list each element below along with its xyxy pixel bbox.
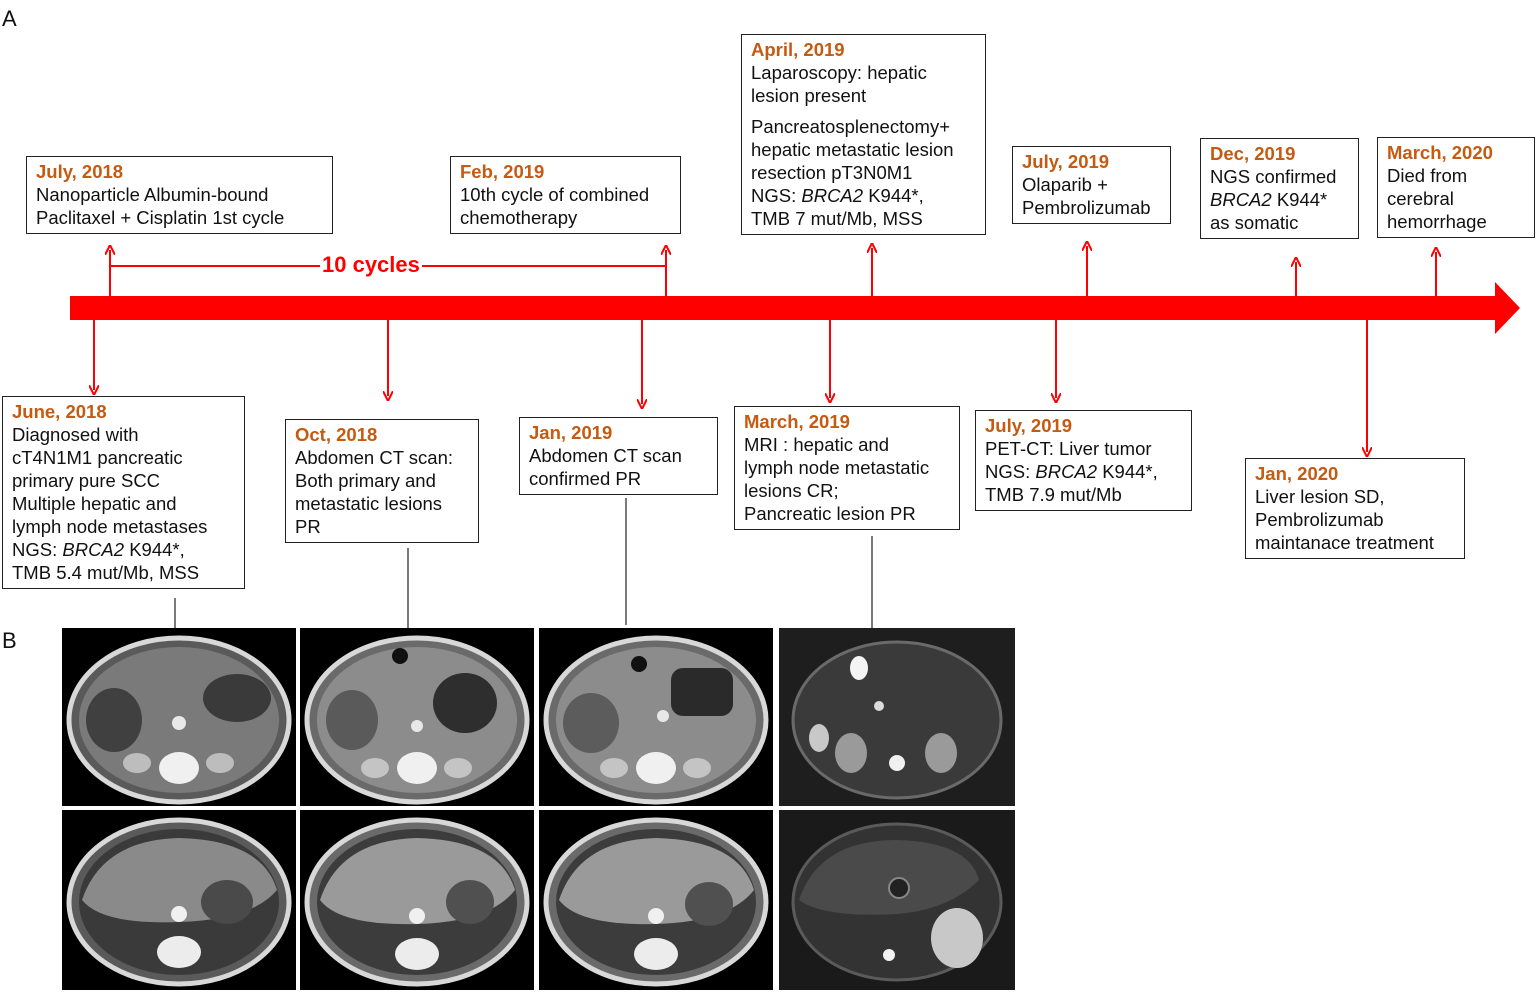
ct-scan-image [300, 628, 534, 806]
event-line: Paclitaxel + Cisplatin 1st cycle [36, 207, 285, 228]
event-line: Nanoparticle Albumin-bound [36, 184, 269, 205]
ct-scan-image [300, 810, 534, 990]
event-line: lesions CR; [744, 480, 839, 501]
event-box-feb-2019: Feb, 2019 10th cycle of combined chemoth… [450, 156, 681, 234]
ct-scan-image [539, 628, 773, 806]
event-date: Oct, 2018 [295, 424, 378, 445]
event-line: TMB 7 mut/Mb, MSS [751, 208, 923, 229]
event-date: July, 2019 [985, 415, 1073, 436]
timeline-arrow [70, 282, 1520, 334]
gene-symbol: BRCA2 [801, 185, 864, 206]
event-line: Both primary and [295, 470, 436, 491]
event-date: July, 2018 [36, 161, 124, 182]
event-box-apr-2019: April, 2019 Laparoscopy: hepatic lesion … [741, 34, 986, 235]
panel-label-b: B [2, 628, 17, 653]
event-box-jul-2019-top: July, 2019 Olaparib + Pembrolizumab [1012, 146, 1171, 224]
event-line: Abdomen CT scan: [295, 447, 454, 468]
event-box-jul-2018: July, 2018 Nanoparticle Albumin-bound Pa… [26, 156, 333, 234]
event-line: hepatic metastatic lesion [751, 139, 954, 160]
event-line: Died from [1387, 165, 1468, 186]
event-date: Jan, 2020 [1255, 463, 1339, 484]
ct-scan-image [539, 810, 773, 990]
event-box-jul-2019-bottom: July, 2019 PET-CT: Liver tumor NGS: BRCA… [975, 410, 1192, 511]
event-date: April, 2019 [751, 39, 845, 60]
event-line: Olaparib + [1022, 174, 1108, 195]
event-line: maintanace treatment [1255, 532, 1434, 553]
mri-scan-image [779, 810, 1015, 990]
event-line: Pembrolizumab [1255, 509, 1384, 530]
gene-symbol: BRCA2 [1210, 189, 1272, 210]
event-box-jan-2019: Jan, 2019 Abdomen CT scan confirmed PR [519, 417, 718, 495]
event-line: confirmed PR [529, 468, 642, 489]
event-line: resection pT3N0M1 [751, 162, 913, 183]
ct-scan-image [62, 810, 296, 990]
event-line: NGS: BRCA2 K944*, [751, 185, 924, 206]
event-box-jun-2018: June, 2018 Diagnosed with cT4N1M1 pancre… [2, 396, 245, 589]
event-line: Multiple hepatic and [12, 493, 177, 514]
event-line: BRCA2 K944* [1210, 189, 1328, 210]
event-date: June, 2018 [12, 401, 107, 422]
panel-label-a: A [2, 6, 17, 31]
event-date: Jan, 2019 [529, 422, 613, 443]
event-line: TMB 5.4 mut/Mb, MSS [12, 562, 200, 583]
mri-scan-image [779, 628, 1015, 806]
event-line: Laparoscopy: hepatic [751, 62, 927, 83]
event-line: lymph node metastatic [744, 457, 930, 478]
event-date: Feb, 2019 [460, 161, 545, 182]
event-line: primary pure SCC [12, 470, 161, 491]
event-line: lesion present [751, 85, 867, 106]
event-line: Pembrolizumab [1022, 197, 1151, 218]
event-box-mar-2019: March, 2019 MRI : hepatic and lymph node… [734, 406, 960, 530]
event-line: PR [295, 516, 321, 537]
event-line: Pancreatic lesion PR [744, 503, 916, 524]
event-line: Diagnosed with [12, 424, 139, 445]
event-line: NGS confirmed [1210, 166, 1337, 187]
event-line: 10th cycle of combined [460, 184, 650, 205]
event-line: PET-CT: Liver tumor [985, 438, 1152, 459]
event-line: MRI : hepatic and [744, 434, 889, 455]
event-line: hemorrhage [1387, 211, 1487, 232]
event-date: July, 2019 [1022, 151, 1110, 172]
event-date: March, 2019 [744, 411, 850, 432]
event-line: NGS: BRCA2 K944*, [985, 461, 1158, 482]
gene-symbol: BRCA2 [1035, 461, 1098, 482]
event-box-jan-2020: Jan, 2020 Liver lesion SD, Pembrolizumab… [1245, 458, 1465, 559]
event-box-mar-2020: March, 2020 Died from cerebral hemorrhag… [1377, 137, 1535, 238]
gene-symbol: BRCA2 [62, 539, 125, 560]
event-date: March, 2020 [1387, 142, 1493, 163]
event-line: cerebral [1387, 188, 1454, 209]
event-line: as somatic [1210, 212, 1299, 233]
event-line: lymph node metastases [12, 516, 208, 537]
ct-scan-image [62, 628, 296, 806]
event-box-dec-2019: Dec, 2019 NGS confirmed BRCA2 K944* as s… [1200, 138, 1359, 239]
cycles-label: 10 cycles [320, 252, 422, 278]
event-line: cT4N1M1 pancreatic [12, 447, 183, 468]
event-line: Liver lesion SD, [1255, 486, 1385, 507]
event-line: Pancreatosplenectomy+ [751, 116, 950, 137]
event-box-oct-2018: Oct, 2018 Abdomen CT scan: Both primary … [285, 419, 479, 543]
event-line: NGS: BRCA2 K944*, [12, 539, 185, 560]
event-date: Dec, 2019 [1210, 143, 1296, 164]
event-line: metastatic lesions [295, 493, 443, 514]
event-line: TMB 7.9 mut/Mb [985, 484, 1122, 505]
event-line: Abdomen CT scan [529, 445, 682, 466]
event-line: chemotherapy [460, 207, 578, 228]
